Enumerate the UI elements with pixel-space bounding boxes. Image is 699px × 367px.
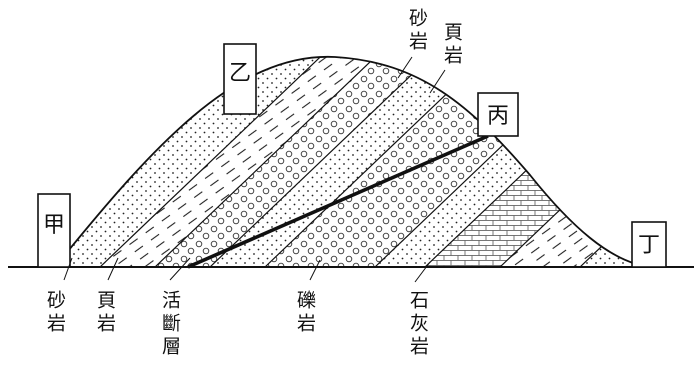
location-ding-label: 丁 — [638, 233, 660, 258]
label-sandstone-bottom: 砂岩 — [44, 290, 66, 336]
location-yi: 乙 — [223, 43, 257, 115]
label-shale-bottom: 頁岩 — [94, 290, 116, 336]
strata — [55, 56, 650, 267]
label-limestone: 石灰岩 — [407, 290, 429, 359]
location-yi-label: 乙 — [229, 61, 251, 86]
active-fault-line — [187, 134, 489, 269]
location-bing-label: 丙 — [487, 104, 509, 129]
leader-lines — [63, 56, 446, 283]
label-sandstone-top: 砂岩 — [406, 8, 428, 54]
label-shale-top: 頁岩 — [441, 22, 463, 68]
shale-layer-1 — [100, 56, 435, 267]
location-ding: 丁 — [631, 221, 667, 268]
location-jia: 甲 — [37, 193, 71, 268]
label-conglomerate: 礫岩 — [294, 290, 316, 336]
location-jia-label: 甲 — [43, 213, 65, 238]
hill-outline — [54, 56, 651, 268]
location-bing: 丙 — [477, 92, 519, 137]
label-active-fault: 活斷層 — [159, 290, 181, 359]
